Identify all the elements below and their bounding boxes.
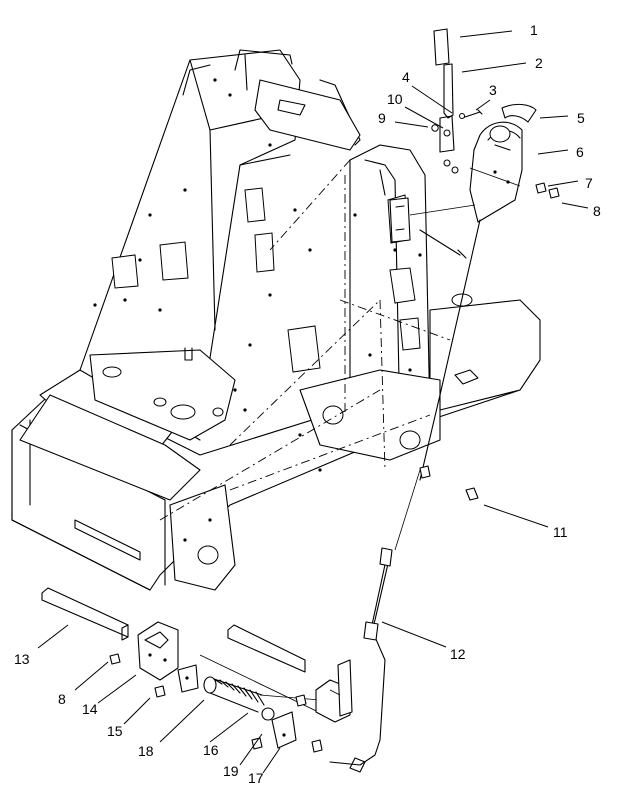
- upper-lever-assembly: [389, 28, 560, 481]
- callout-10: 10: [387, 91, 403, 107]
- callout-11: 11: [553, 524, 568, 540]
- lower-pedal-assembly: [41, 587, 353, 753]
- cable-assembly: [329, 465, 479, 773]
- callout-17: 17: [248, 770, 264, 786]
- callout-19: 19: [223, 763, 239, 779]
- part-9-bolt: [431, 124, 439, 132]
- part-14-bracket: [137, 621, 179, 681]
- callout-12: 12: [450, 646, 466, 662]
- callout-5: 5: [577, 110, 585, 126]
- part-16-spring: [203, 676, 265, 713]
- callout-2: 2: [535, 55, 543, 71]
- part-5-shield: [501, 103, 537, 123]
- callout-6: 6: [576, 144, 584, 160]
- callout-16: 16: [203, 742, 219, 758]
- part-17-plate: [271, 711, 297, 749]
- part-15-bolt: [154, 685, 166, 698]
- callout-15: 15: [107, 723, 123, 739]
- leader-lines: [37, 30, 589, 774]
- callout-13: 13: [14, 651, 30, 667]
- part-4-pin: [459, 113, 465, 119]
- callout-18: 18: [138, 743, 154, 759]
- part-11-bolt: [465, 487, 479, 501]
- callout-labels: 1 2 3 4 5 6 7 8 9 10 11 12 13 8 14 15 16…: [14, 22, 601, 786]
- machine-frame: [11, 49, 541, 591]
- part-19-bushing: [261, 707, 275, 721]
- callout-14: 14: [82, 701, 98, 717]
- part-7-washer: [535, 182, 547, 194]
- part-8-nut-lower: [109, 653, 121, 665]
- callout-4: 4: [402, 69, 410, 85]
- callout-9: 9: [378, 110, 386, 126]
- callout-8-upper: 8: [593, 203, 601, 219]
- part-2-lever: [443, 63, 454, 119]
- callout-1: 1: [530, 22, 538, 38]
- part-3-bolt: [461, 109, 483, 119]
- part-13-bar: [41, 587, 129, 638]
- callout-3: 3: [489, 82, 497, 98]
- callout-8-lower: 8: [58, 691, 66, 707]
- part-1-grip: [433, 28, 450, 66]
- part-10-washer: [443, 129, 451, 137]
- callout-7: 7: [585, 175, 593, 191]
- part-8-nut: [548, 187, 560, 199]
